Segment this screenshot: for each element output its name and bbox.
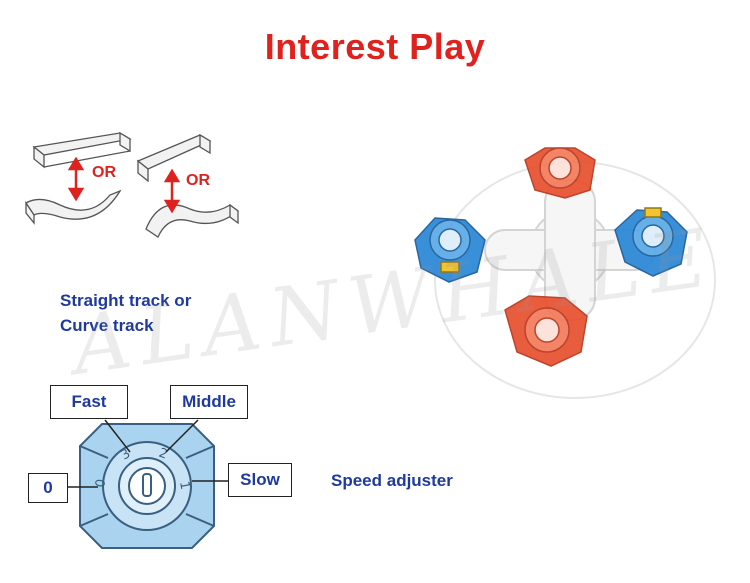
straight-track-icon-2 — [136, 133, 212, 183]
up-down-arrow-icon — [67, 156, 85, 202]
or-label-2: OR — [186, 172, 210, 189]
dial-number-0: 0 — [93, 478, 109, 489]
curve-track-icon — [25, 189, 122, 225]
track-caption-line2: Curve track — [60, 316, 154, 335]
middle-label: Middle — [170, 385, 248, 419]
slow-label: Slow — [228, 463, 292, 497]
red-spinner-bottom — [504, 295, 588, 367]
or-label-1: OR — [92, 164, 116, 181]
dial-knob-icon — [142, 473, 152, 497]
blue-spinner-left — [414, 217, 486, 283]
dial-number-1: 1 — [176, 480, 192, 491]
up-down-arrow-icon-2 — [163, 168, 181, 214]
speed-adjuster-caption: Speed adjuster — [331, 471, 453, 490]
fast-label: Fast — [50, 385, 128, 419]
speed-dial-illustration: 0 3 2 1 — [79, 423, 215, 549]
page-title: Interest Play — [264, 26, 486, 67]
red-spinner-top — [524, 147, 596, 199]
straight-track-icon — [32, 131, 132, 169]
zero-label: 0 — [28, 473, 68, 503]
spinner-toy-illustration — [414, 147, 716, 399]
track-illustration — [25, 131, 240, 238]
track-caption-line1: Straight track or — [60, 291, 192, 310]
blue-spinner-right — [614, 207, 688, 277]
